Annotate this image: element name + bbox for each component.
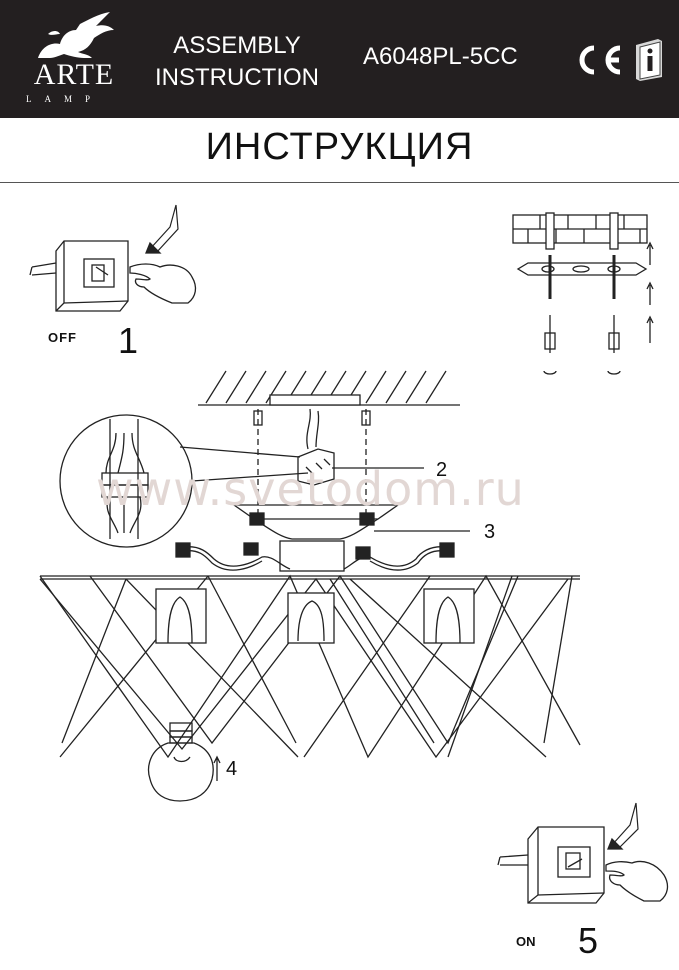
- brand-name: ARTE: [33, 58, 115, 91]
- info-book-icon: [636, 39, 662, 81]
- brand-subtitle: LAMP: [26, 94, 104, 104]
- watermark: www.svetodom.ru: [96, 462, 525, 516]
- callout-2: 2: [436, 459, 447, 481]
- griffin-logo-icon: [38, 12, 114, 58]
- shades: [155, 588, 475, 644]
- wire-zoom-detail: [59, 414, 309, 548]
- cable-runs: [175, 542, 455, 571]
- step5-on-label: ON: [516, 934, 536, 949]
- step1-off-label: OFF: [48, 330, 77, 345]
- model-number: A6048PL-5CC: [363, 43, 518, 70]
- switch-on-illustration: [497, 802, 669, 904]
- ceiling-mount-detail: [512, 212, 654, 375]
- frame-wires: [39, 574, 581, 759]
- terminal-block: [297, 408, 335, 486]
- step1-number: 1: [118, 320, 138, 361]
- header-band: ARTE LAMP ASSEMBLY INSTRUCTION A6048PL-5…: [0, 0, 679, 118]
- doc-type-line2: INSTRUCTION: [155, 64, 319, 91]
- doc-type: ASSEMBLY INSTRUCTION: [152, 30, 322, 94]
- canopy: [231, 504, 470, 572]
- doc-type-line1: ASSEMBLY: [173, 32, 301, 59]
- switch-off-illustration: [29, 204, 197, 312]
- title-band: ИНСТРУКЦИЯ: [0, 118, 679, 183]
- page-title: ИНСТРУКЦИЯ: [205, 126, 474, 168]
- ce-mark-icon: [579, 45, 621, 75]
- screws-and-guides: [253, 409, 371, 513]
- callout-4: 4: [226, 758, 237, 780]
- callout-3: 3: [484, 521, 495, 543]
- ceiling-hatch: [198, 370, 460, 406]
- step5-number: 5: [578, 920, 598, 961]
- bulb-illustration: [147, 722, 214, 802]
- assembly-drawing: OFF 1: [29, 204, 669, 961]
